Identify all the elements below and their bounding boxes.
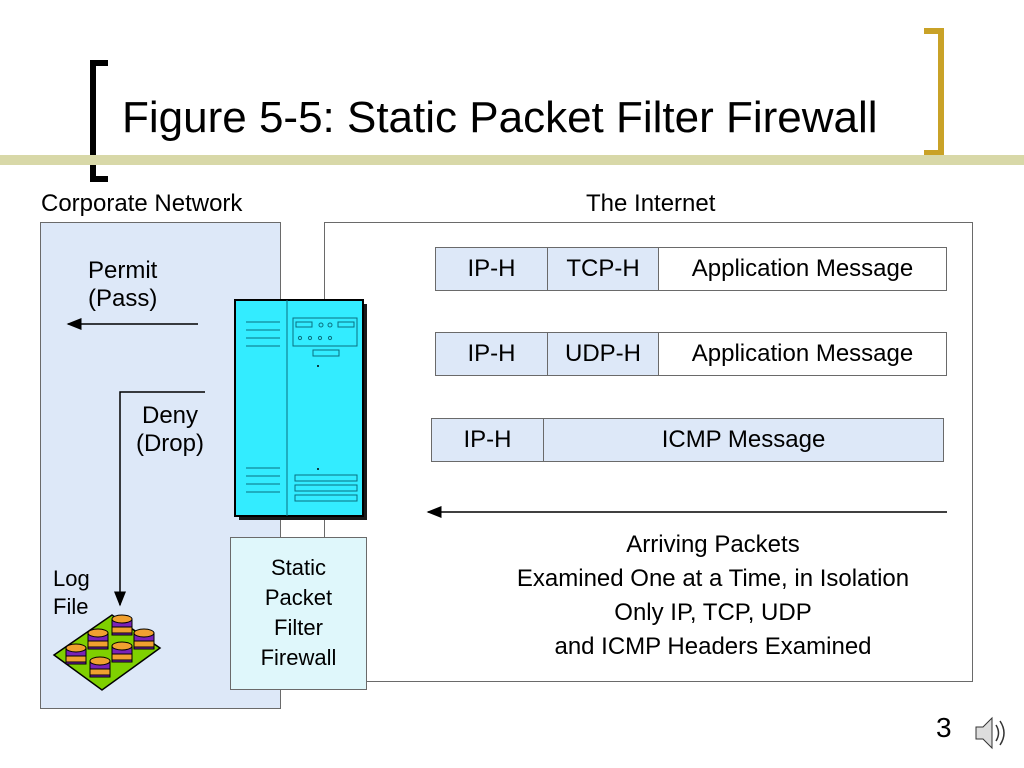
firewall-caption-line: Static [270,555,327,580]
packet-cell: IP-H [432,419,543,461]
packet-cell: Application Message [658,248,946,290]
arriving-packets-caption: Arriving Packets Examined One at a Time,… [470,528,956,664]
corporate-network-label: Corporate Network [41,190,243,217]
internet-label: The Internet [586,190,716,217]
speaker-icon [975,716,1005,750]
deny-arrow [114,391,205,607]
packet-cell: IP-H [436,248,547,290]
title-left-bracket [90,60,108,182]
packet-cell: Application Message [658,333,946,375]
deny-label-line1: Deny [141,402,199,429]
packet-icmp: IP-H ICMP Message [431,418,944,462]
packet-udp: IP-H UDP-H Application Message [435,332,947,376]
log-file-label: Log File [53,565,90,621]
deny-label-line2: (Drop) [135,429,204,457]
packet-tcp: IP-H TCP-H Application Message [435,247,947,291]
firewall-caption-box: Static Packet Filter Firewall [230,537,367,690]
packet-cell: TCP-H [547,248,658,290]
packet-cell: IP-H [436,333,547,375]
caption-line: and ICMP Headers Examined [554,633,872,660]
permit-label-line2: (Pass) [88,284,158,312]
firewall-caption-line: Filter [274,615,323,640]
title-right-bracket [924,28,944,156]
packet-cell: UDP-H [547,333,658,375]
packet-cell: ICMP Message [543,419,943,461]
permit-label-line1: Permit [88,257,158,284]
log-file-label-line2: File [53,594,89,619]
title-divider-bar [0,155,1024,165]
firewall-server-icon [234,299,367,520]
slide-title: Figure 5-5: Static Packet Filter Firewal… [122,93,878,142]
permit-label: Permit (Pass) [88,257,157,312]
firewall-caption-line: Firewall [260,645,337,670]
deny-label: Deny (Drop) [128,402,212,457]
page-number: 3 [936,712,952,743]
log-file-label-line1: Log [53,566,90,591]
caption-line: Only IP, TCP, UDP [614,599,812,626]
log-file-database-icon [52,614,162,691]
firewall-caption-line: Packet [264,585,333,610]
caption-line: Arriving Packets [626,531,800,558]
caption-line: Examined One at a Time, in Isolation [516,565,910,592]
